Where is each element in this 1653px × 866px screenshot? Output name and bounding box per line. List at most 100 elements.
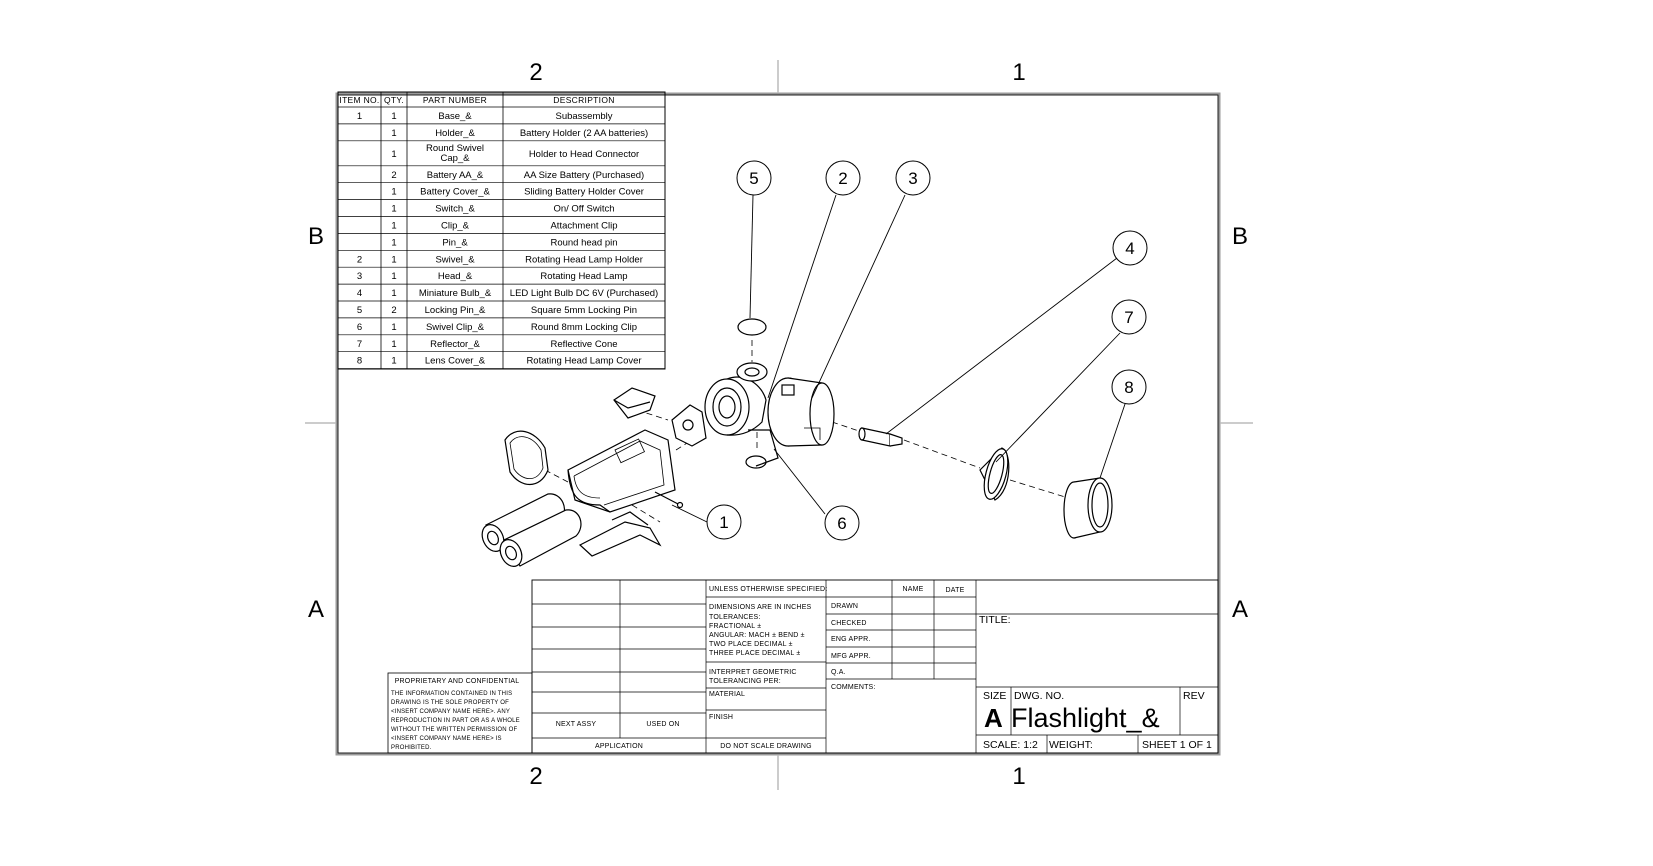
finish-label: FINISH [709, 714, 733, 721]
proprietary-line-4: REPRODUCTION IN PART OR AS A WHOLE [391, 718, 520, 724]
balloon-6: 6 [837, 514, 846, 533]
bom-cell: Square 5mm Locking Pin [531, 305, 637, 316]
unless-specified-label: UNLESS OTHERWISE SPECIFIED: [709, 586, 827, 593]
balloon-4: 4 [1125, 239, 1134, 258]
bom-header-description: DESCRIPTION [553, 95, 614, 105]
bom-cell: Battery AA_& [427, 170, 484, 181]
title-label: TITLE: [979, 614, 1011, 626]
comments-label: COMMENTS: [831, 684, 876, 691]
balloon-8: 8 [1124, 378, 1133, 397]
reflector-part [979, 447, 1010, 501]
angular-label: ANGULAR: MACH ± BEND ± [709, 632, 805, 639]
bom-cell: 5 [357, 305, 362, 316]
two-place-label: TWO PLACE DECIMAL ± [709, 641, 793, 648]
battery-cover-part [504, 430, 549, 486]
bom-cell: Reflective Cone [550, 339, 617, 350]
zone-left-b: B [308, 223, 324, 250]
bom-cell: 1 [391, 128, 396, 139]
bom-cell: 2 [357, 254, 362, 265]
bom-cell: 6 [357, 322, 362, 333]
three-place-label: THREE PLACE DECIMAL ± [709, 650, 800, 657]
zone-bottom-1: 1 [1012, 763, 1025, 790]
proprietary-line-6: <INSERT COMPANY NAME HERE> IS [391, 736, 502, 742]
switch-part [613, 387, 656, 419]
interpret-label-1: INTERPRET GEOMETRIC [709, 669, 797, 676]
bom-cell: Reflector_& [430, 339, 480, 350]
bom-cell: 1 [391, 149, 396, 160]
bom-cell: Subassembly [555, 111, 612, 122]
scale-label: SCALE: 1:2 [983, 739, 1038, 751]
miniature-bulb-part [858, 427, 903, 447]
bom-cell: Rotating Head Lamp [540, 271, 627, 282]
zone-top-2: 2 [529, 59, 542, 86]
eng-appr-label: ENG APPR. [831, 636, 871, 643]
bom-cell: 7 [357, 339, 362, 350]
bom-cell: Lens Cover_& [425, 356, 486, 367]
bom-cell: Base_& [438, 111, 472, 122]
next-assy-label: NEXT ASSY [556, 721, 597, 728]
swivel-cap-part [671, 404, 707, 447]
proprietary-line-2: DRAWING IS THE SOLE PROPERTY OF [391, 700, 509, 706]
bom-cell: Locking Pin_& [425, 305, 486, 316]
drawing-number: Flashlight_& [1011, 703, 1160, 733]
zone-left-a: A [308, 596, 324, 623]
zone-bottom-2: 2 [529, 763, 542, 790]
proprietary-line-7: PROHIBITED. [391, 745, 432, 751]
proprietary-title: PROPRIETARY AND CONFIDENTIAL [395, 678, 520, 685]
pin-part [654, 491, 684, 509]
bom-cell: Swivel Clip_& [426, 322, 485, 333]
balloon-leaders [671, 194, 1126, 523]
checked-label: CHECKED [831, 620, 867, 627]
bom-cell: Switch_& [435, 204, 475, 215]
zone-right-a: A [1232, 596, 1248, 623]
zone-labels: 2 1 2 1 B A B A [308, 59, 1248, 790]
locking-pin-part [737, 318, 767, 336]
bom-cell: Round head pin [550, 237, 617, 248]
bom-cell: Battery Cover_& [420, 187, 490, 198]
bom-cell: Miniature Bulb_& [419, 288, 492, 299]
bom-cell: 1 [391, 111, 396, 122]
bom-cell: Swivel_& [435, 254, 475, 265]
bom-header-item: ITEM NO. [339, 95, 379, 105]
bom-cell: On/ Off Switch [553, 204, 614, 215]
dwg-no-label: DWG. NO. [1014, 690, 1064, 702]
application-label: APPLICATION [595, 743, 643, 750]
bom-cell: 3 [357, 271, 362, 282]
bom-cell: 1 [391, 271, 396, 282]
bom-cell: 1 [391, 356, 396, 367]
batteries-part [481, 493, 582, 567]
bom-cell: 1 [391, 220, 396, 231]
bom-cell: 2 [391, 305, 396, 316]
bom-header-part-number: PART NUMBER [423, 95, 487, 105]
exploded-view [481, 318, 1113, 567]
weight-label: WEIGHT: [1049, 739, 1093, 751]
bom-cell: AA Size Battery (Purchased) [524, 170, 644, 181]
mfg-appr-label: MFG APPR. [831, 653, 871, 660]
proprietary-notice: PROPRIETARY AND CONFIDENTIAL THE INFORMA… [387, 672, 533, 754]
balloon-1: 1 [719, 513, 728, 532]
tolerances-label: TOLERANCES: [709, 614, 760, 621]
bom-cell: Rotating Head Lamp Cover [526, 356, 641, 367]
size-label: SIZE [983, 690, 1006, 702]
battery-holder-part [567, 429, 676, 513]
bom-cell: 8 [357, 356, 362, 367]
swivel-clip-part [745, 429, 779, 469]
drawn-label: DRAWN [831, 603, 858, 610]
qa-label: Q.A. [831, 669, 846, 676]
bom-cell: Battery Holder (2 AA batteries) [520, 128, 648, 139]
bom-cell: 1 [391, 254, 396, 265]
swivel-part [704, 362, 768, 436]
balloon-3: 3 [908, 169, 917, 188]
dimensions-label: DIMENSIONS ARE IN INCHES [709, 604, 812, 611]
size-value: A [984, 703, 1003, 733]
lens-cover-part [1063, 477, 1113, 539]
bom-cell: 1 [391, 339, 396, 350]
title-block: NEXT ASSY USED ON APPLICATION DO NOT SCA… [531, 579, 1219, 754]
bom-cell: 1 [391, 288, 396, 299]
zone-top-1: 1 [1012, 59, 1025, 86]
head-part [767, 377, 835, 447]
